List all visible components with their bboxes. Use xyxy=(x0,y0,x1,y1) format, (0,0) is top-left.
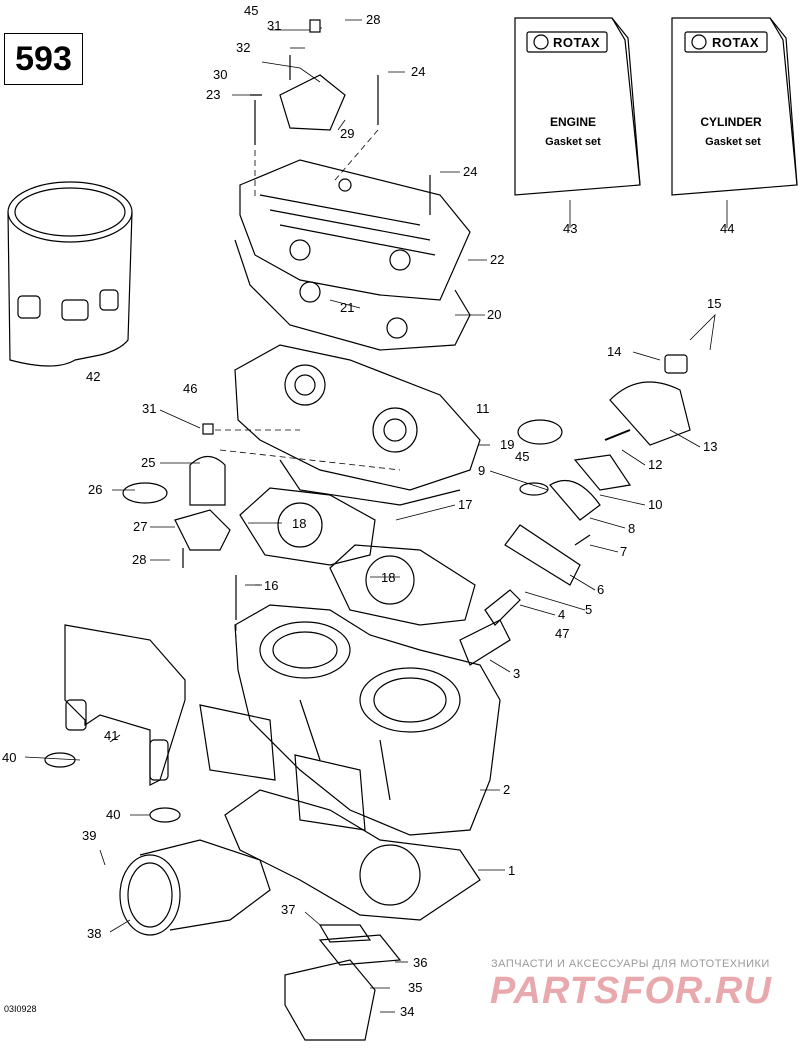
callout-6: 6 xyxy=(597,582,605,597)
thermostat-cover-29 xyxy=(279,74,346,131)
callout-31a: 31 xyxy=(267,18,282,33)
callout-39: 39 xyxy=(82,828,97,843)
callout-40b: 40 xyxy=(106,807,121,822)
cylinder-sleeve xyxy=(7,181,133,367)
clamp-40a xyxy=(44,752,76,768)
watermark-caption: ЗАПЧАСТИ И АКСЕССУАРЫ ДЛЯ МОТОТЕХНИКИ xyxy=(491,958,770,970)
o-ring-9 xyxy=(519,482,549,496)
page-number: 593 xyxy=(4,33,83,85)
intake-adaptor xyxy=(119,839,271,936)
callout-45b: 45 xyxy=(515,449,530,464)
callout-5: 5 xyxy=(585,602,593,617)
thermostat-housing xyxy=(174,509,231,551)
callout-38: 38 xyxy=(87,926,102,941)
booklet-2-subtitle: Gasket set xyxy=(705,136,761,148)
callout-40a: 40 xyxy=(2,750,17,765)
reed-cage-right xyxy=(294,754,366,831)
callout-12: 12 xyxy=(648,457,663,472)
callout-25: 25 xyxy=(141,455,156,470)
callout-18b: 18 xyxy=(381,570,396,585)
booklet-2-title: CYLINDER xyxy=(700,115,762,129)
callout-22: 22 xyxy=(490,252,505,267)
o-ring-11 xyxy=(517,419,563,445)
callout-16: 16 xyxy=(264,578,279,593)
engine-gasket-booklet xyxy=(514,17,641,196)
callout-45a: 45 xyxy=(244,3,259,18)
callout-2: 2 xyxy=(503,782,511,797)
booklet-1-title: ENGINE xyxy=(549,115,596,129)
booklet-2-brand: ROTAX xyxy=(712,35,760,50)
callout-8: 8 xyxy=(628,521,636,536)
base-gasket xyxy=(224,789,481,921)
cylinder-head-cover xyxy=(239,159,471,301)
callout-28a: 28 xyxy=(132,552,147,567)
watermark-logo: PARTSFOR.RU xyxy=(490,970,772,1012)
callout-47: 47 xyxy=(555,626,570,641)
callout-37: 37 xyxy=(281,902,296,917)
callout-28b: 28 xyxy=(366,12,381,27)
callout-14: 14 xyxy=(607,344,622,359)
callout-43: 43 xyxy=(563,221,578,236)
cylinder-block xyxy=(234,604,501,836)
bolt-7 xyxy=(574,534,591,546)
callout-44: 44 xyxy=(720,221,735,236)
rave-valve-guillotine xyxy=(459,619,511,666)
rave-valve-housing xyxy=(504,524,581,586)
callout-9: 9 xyxy=(478,463,486,478)
callout-23: 23 xyxy=(206,87,221,102)
plug-31a xyxy=(309,19,321,33)
callout-31b: 31 xyxy=(142,401,157,416)
callout-3: 3 xyxy=(513,666,521,681)
callout-10: 10 xyxy=(648,497,663,512)
head-cover-gasket xyxy=(234,239,471,351)
reed-cage-left xyxy=(199,704,276,781)
o-ring-26 xyxy=(122,482,168,504)
cylinder-head xyxy=(234,344,481,506)
callout-13: 13 xyxy=(703,439,718,454)
cylinder-gasket-booklet xyxy=(671,17,798,196)
callout-46: 46 xyxy=(183,381,198,396)
callout-21: 21 xyxy=(340,300,355,315)
callout-34: 34 xyxy=(400,1004,415,1019)
bolt-23 xyxy=(250,94,262,145)
plug-31b xyxy=(202,423,214,435)
callout-24b: 24 xyxy=(463,164,478,179)
booklet-1-subtitle: Gasket set xyxy=(545,136,601,148)
callout-42: 42 xyxy=(86,369,101,384)
booklet-1-brand: ROTAX xyxy=(553,35,601,50)
callout-36: 36 xyxy=(413,955,428,970)
callout-29: 29 xyxy=(340,126,355,141)
callout-41: 41 xyxy=(104,728,119,743)
callout-19: 19 xyxy=(500,437,515,452)
rave-valve-cap xyxy=(664,354,688,374)
callout-18a: 18 xyxy=(292,516,307,531)
callout-20: 20 xyxy=(487,307,502,322)
thermostat xyxy=(189,455,226,506)
callout-17: 17 xyxy=(458,497,473,512)
callout-30: 30 xyxy=(213,67,228,82)
callout-15: 15 xyxy=(707,296,722,311)
callout-32: 32 xyxy=(236,40,251,55)
callout-24a: 24 xyxy=(411,64,426,79)
head-gasket-right xyxy=(329,544,476,626)
callout-27: 27 xyxy=(133,519,148,534)
exhaust-manifold xyxy=(64,624,186,786)
reed-valve xyxy=(284,959,376,1041)
callout-26: 26 xyxy=(88,482,103,497)
rave-valve-cover xyxy=(609,381,691,446)
callout-35: 35 xyxy=(408,980,423,995)
callout-1: 1 xyxy=(508,863,516,878)
callout-4: 4 xyxy=(558,607,566,622)
head-gasket-left xyxy=(239,487,376,566)
reference-code: 03I0928 xyxy=(4,1004,37,1014)
callout-11: 11 xyxy=(476,401,490,416)
callout-7: 7 xyxy=(620,544,628,559)
clamp-40b xyxy=(149,807,181,823)
bellows xyxy=(549,479,601,521)
